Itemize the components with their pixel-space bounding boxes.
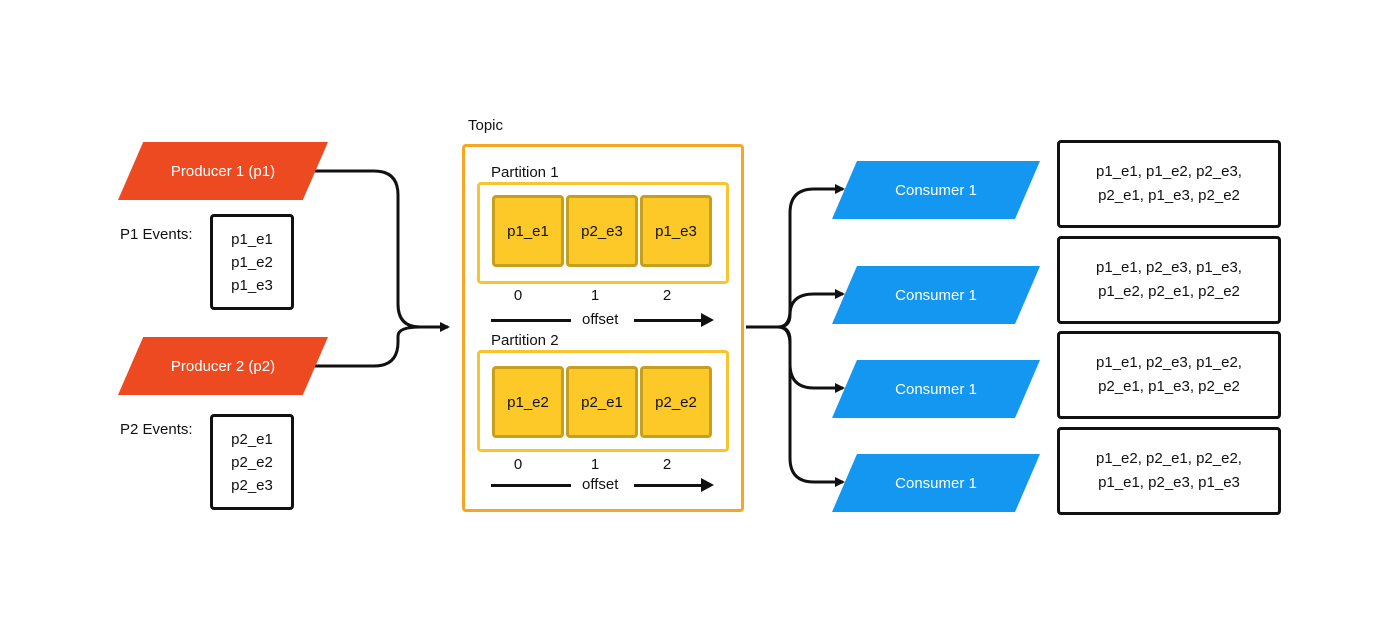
consumer-label: Consumer 1 [895, 181, 977, 199]
partition-2-offset-line-right [634, 484, 702, 487]
partition-2-offset-line-left [491, 484, 571, 487]
consumer-node: Consumer 1 [832, 454, 1040, 512]
consumer-2-connector [777, 289, 845, 329]
event-item: p2_e1 [231, 430, 273, 448]
read-order-line: p1_e2, p2_e1, p2_e2, [1096, 450, 1242, 467]
read-order-line: p2_e1, p1_e3, p2_e2 [1098, 378, 1240, 395]
partition-2-offset-number: 1 [590, 456, 600, 473]
consumer-label: Consumer 1 [895, 380, 977, 398]
partition-1-box [477, 182, 729, 284]
p1-events-label: P1 Events: [120, 226, 193, 243]
partition-1-offset-number: 2 [662, 287, 672, 304]
consumer-read-order-box: p1_e1, p1_e2, p2_e3, p2_e1, p1_e3, p2_e2 [1057, 140, 1281, 228]
producer-2-connector [308, 325, 421, 368]
consumer-label: Consumer 1 [895, 474, 977, 492]
p1-events-box: p1_e1 p1_e2 p1_e3 [210, 214, 294, 310]
p2-events-box: p2_e1 p2_e2 p2_e3 [210, 414, 294, 510]
partition-2-offset-number: 0 [513, 456, 523, 473]
consumer-node: Consumer 1 [832, 360, 1040, 418]
partition-2-label: Partition 2 [491, 332, 559, 349]
producer-2-label: Producer 2 (p2) [170, 357, 276, 375]
producer-1-node: Producer 1 (p1) [118, 142, 328, 200]
consumer-label: Consumer 1 [895, 286, 977, 304]
consumer-4-connector [777, 325, 845, 487]
consumer-node: Consumer 1 [832, 161, 1040, 219]
read-order-line: p2_e1, p1_e3, p2_e2 [1098, 187, 1240, 204]
partition-1-offset-label: offset [582, 311, 619, 328]
consumer-read-order-box: p1_e2, p2_e1, p2_e2, p1_e1, p2_e3, p1_e3 [1057, 427, 1281, 515]
read-order-line: p1_e1, p2_e3, p1_e2, [1096, 354, 1242, 371]
partition-1-cell: p2_e3 [566, 195, 638, 267]
partition-2-offset-number: 2 [662, 456, 672, 473]
partition-2-cell: p2_e2 [640, 366, 712, 438]
partition-2-cell: p2_e1 [566, 366, 638, 438]
partition-1-offset-arrowhead [701, 313, 714, 327]
partition-2-offset-label: offset [582, 476, 619, 493]
event-item: p2_e2 [231, 453, 273, 471]
partition-1-offset-number: 0 [513, 287, 523, 304]
read-order-line: p1_e2, p2_e1, p2_e2 [1098, 283, 1240, 300]
read-order-line: p1_e1, p2_e3, p1_e3 [1098, 474, 1240, 491]
event-item: p1_e2 [231, 253, 273, 271]
producer-2-node: Producer 2 (p2) [118, 337, 328, 395]
event-item: p1_e1 [231, 230, 273, 248]
consumer-read-order-box: p1_e1, p2_e3, p1_e3, p1_e2, p2_e1, p2_e2 [1057, 236, 1281, 324]
producer-1-connector [308, 169, 450, 332]
partition-1-cell: p1_e3 [640, 195, 712, 267]
event-item: p2_e3 [231, 476, 273, 494]
consumer-1-connector [777, 184, 845, 329]
topic-label: Topic [468, 117, 504, 134]
partition-2-box [477, 350, 729, 452]
read-order-line: p1_e1, p1_e2, p2_e3, [1096, 163, 1242, 180]
partition-1-cell: p1_e1 [492, 195, 564, 267]
partition-1-label: Partition 1 [491, 164, 559, 181]
event-item: p1_e3 [231, 276, 273, 294]
p2-events-label: P2 Events: [120, 421, 193, 438]
consumer-read-order-box: p1_e1, p2_e3, p1_e2, p2_e1, p1_e3, p2_e2 [1057, 331, 1281, 419]
producer-1-label: Producer 1 (p1) [170, 162, 276, 180]
partition-1-offset-line-left [491, 319, 571, 322]
partition-2-cell: p1_e2 [492, 366, 564, 438]
consumer-node: Consumer 1 [832, 266, 1040, 324]
partition-1-offset-line-right [634, 319, 702, 322]
topic-box [462, 144, 744, 512]
partition-1-offset-number: 1 [590, 287, 600, 304]
read-order-line: p1_e1, p2_e3, p1_e3, [1096, 259, 1242, 276]
partition-2-offset-arrowhead [701, 478, 714, 492]
